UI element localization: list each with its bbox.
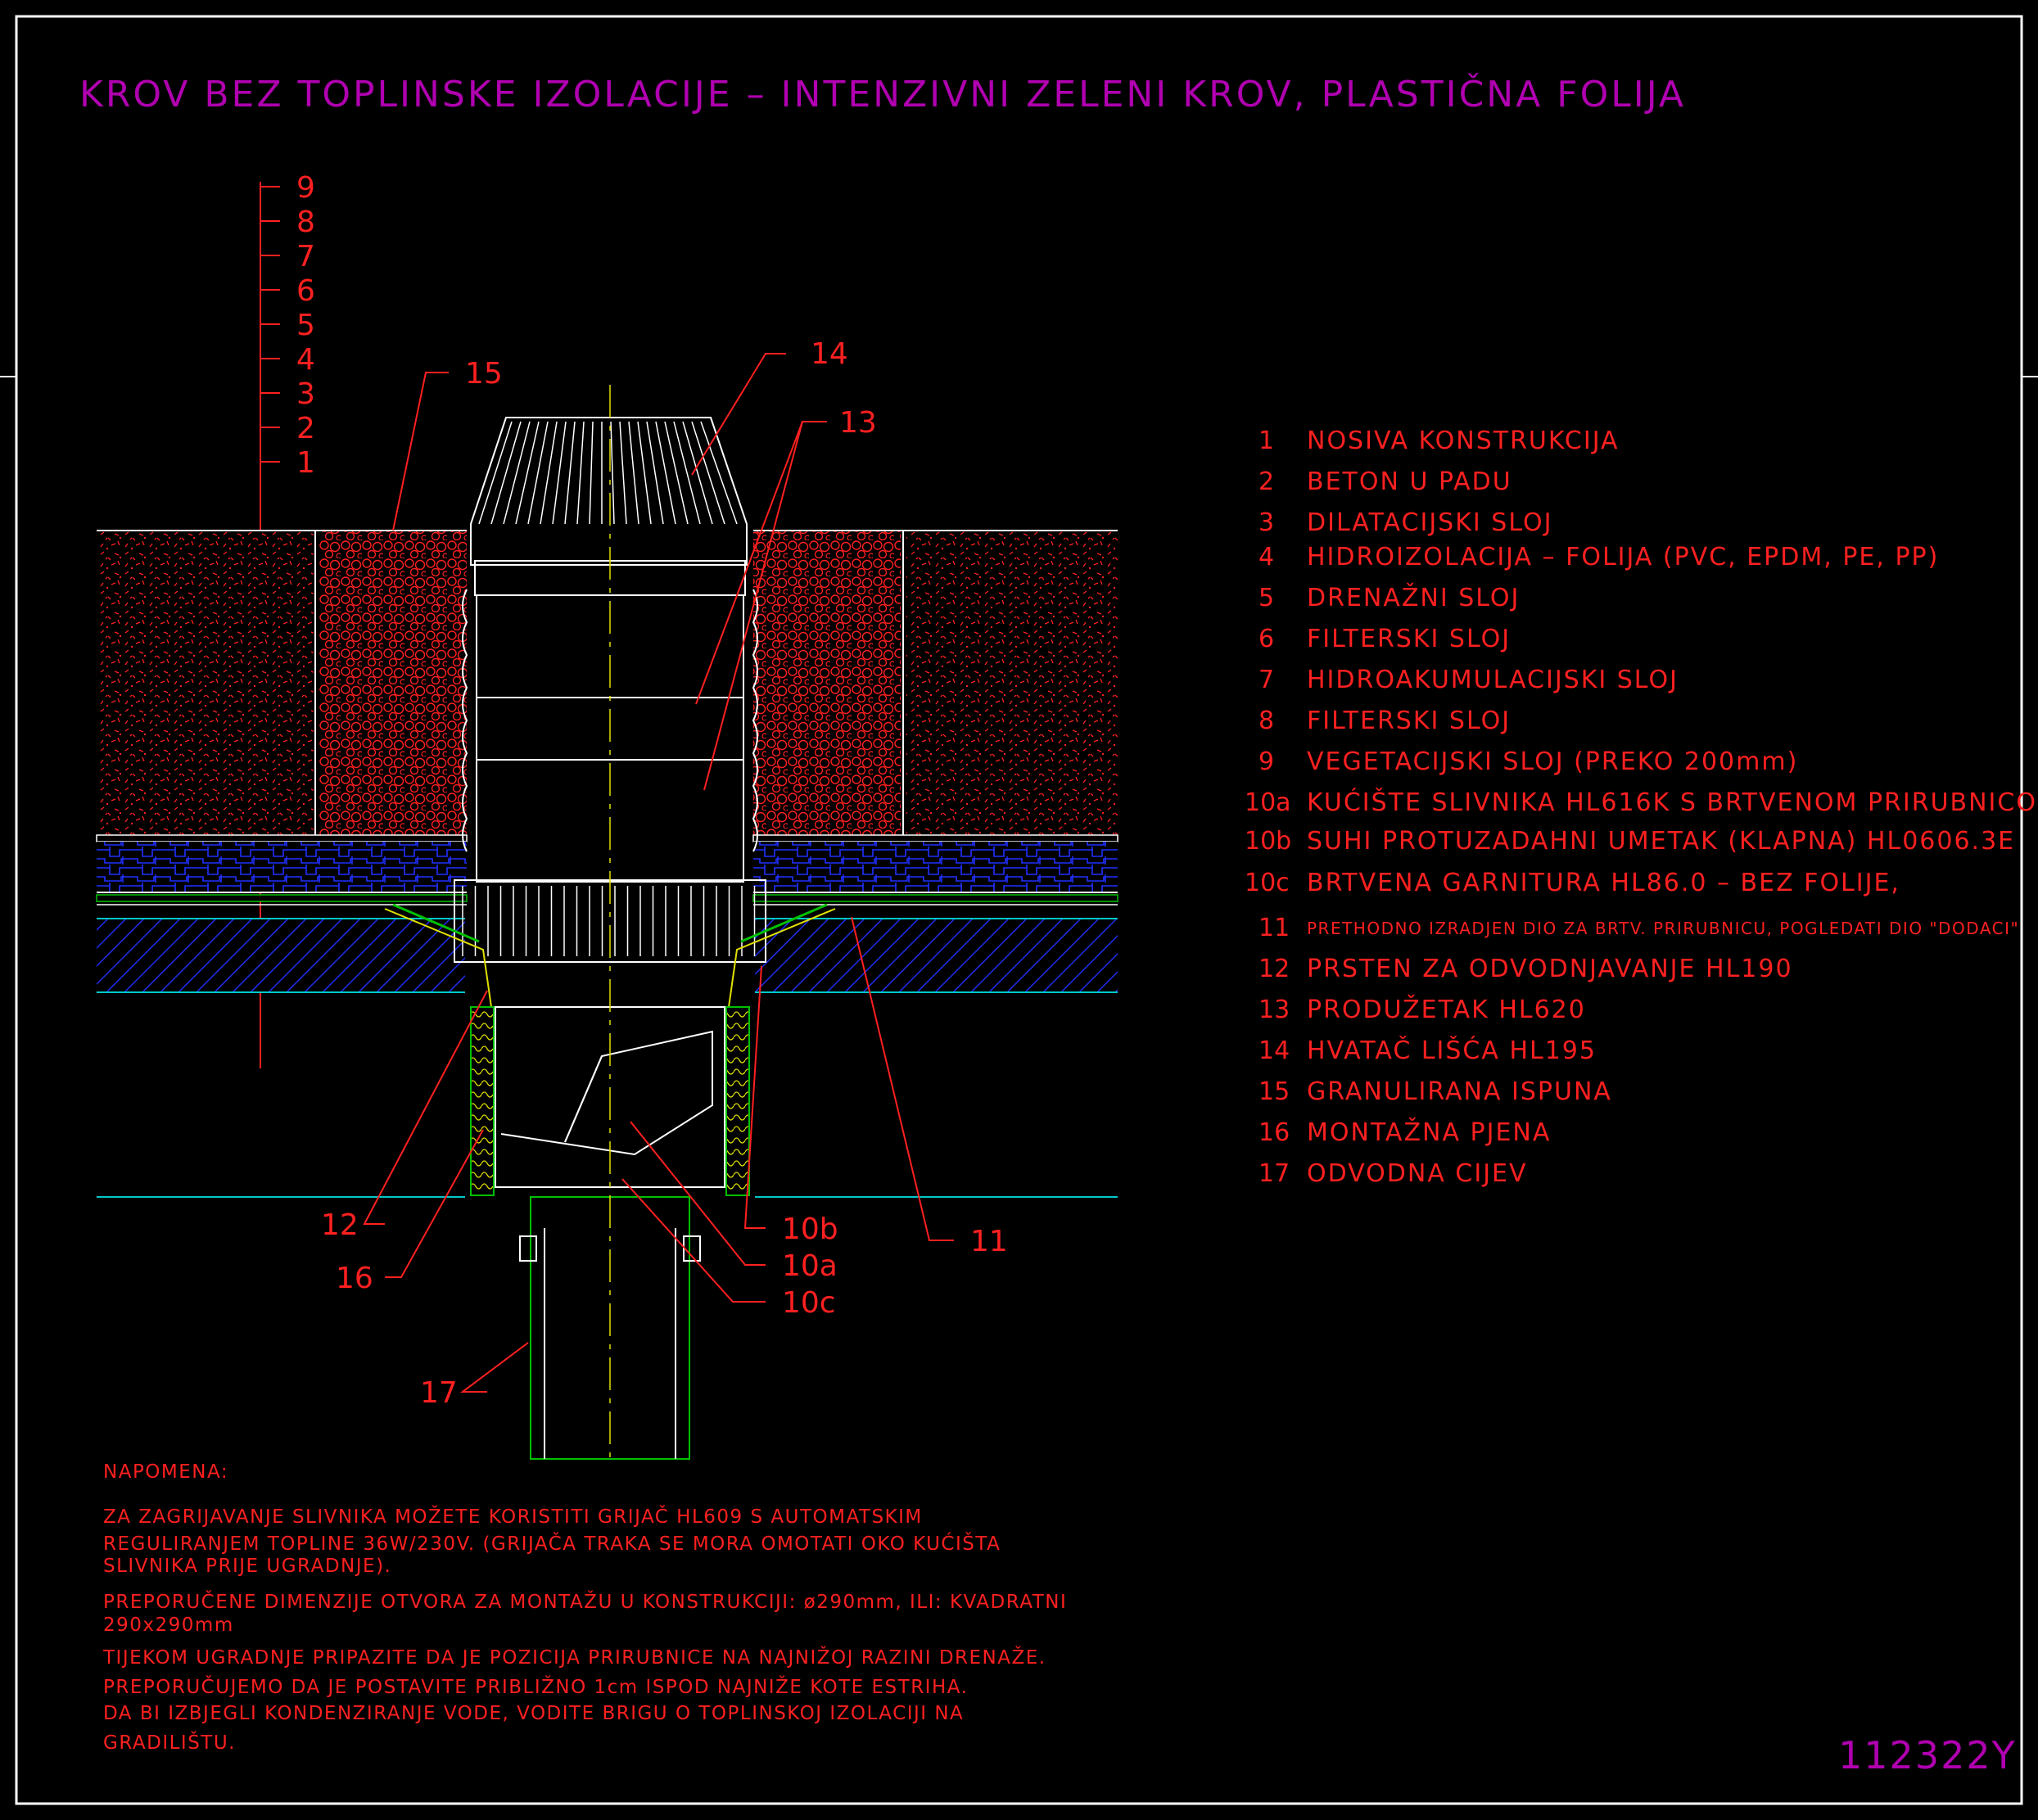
- legend-number: 15: [1258, 1077, 1290, 1106]
- legend-text: NOSIVA KONSTRUKCIJA: [1307, 427, 1620, 455]
- scale-number: 9: [296, 171, 315, 205]
- legend-text: ODVODNA CIJEV: [1307, 1159, 1528, 1188]
- notes: NAPOMENA: ZA ZAGRIJAVANJE SLIVNIKA MOŽET…: [102, 1461, 1067, 1754]
- legend-number: 11: [1258, 914, 1290, 942]
- leaf-catcher: [470, 417, 748, 566]
- legend-number: 7: [1258, 666, 1274, 694]
- legend-text: HVATAČ LIŠĆA HL195: [1307, 1035, 1597, 1065]
- drawing-code: 112322Y: [1838, 1733, 2017, 1777]
- callout-15: 15: [465, 357, 503, 391]
- drain-assembly: [384, 385, 836, 1465]
- legend-text: SUHI PROTUZADAHNI UMETAK (KLAPNA) HL0606…: [1307, 827, 2015, 856]
- legend-text: BRTVENA GARNITURA HL86.0 – BEZ FOLIJE,: [1307, 869, 1900, 897]
- scale-number: 5: [296, 309, 315, 342]
- legend-text: VEGETACIJSKI SLOJ (PREKO 200mm): [1307, 747, 1798, 776]
- drawing-frame: [15, 15, 2023, 1805]
- legend-number: 3: [1258, 508, 1274, 537]
- legend-text: HIDROAKUMULACIJSKI SLOJ: [1307, 666, 1679, 694]
- notes-heading: NAPOMENA:: [103, 1461, 228, 1483]
- legend-number: 2: [1258, 467, 1274, 496]
- drainage-ring-ribs: [462, 886, 756, 956]
- legend-text: GRANULIRANA ISPUNA: [1307, 1077, 1612, 1106]
- note-line: GRADILIŠTU.: [103, 1731, 236, 1754]
- scale-number: 3: [296, 377, 315, 411]
- legend-number: 6: [1258, 625, 1274, 653]
- legend-number: 13: [1258, 996, 1290, 1024]
- scale-number: 1: [296, 446, 315, 480]
- scale-number: 4: [296, 343, 315, 377]
- scale-number: 7: [296, 240, 315, 273]
- callout-10b: 10b: [782, 1213, 838, 1246]
- legend-text: FILTERSKI SLOJ: [1307, 707, 1511, 735]
- legend-number: 17: [1258, 1159, 1290, 1188]
- note-line: TIJEKOM UGRADNJE PRIPAZITE DA JE POZICIJ…: [102, 1646, 1046, 1669]
- callouts: 14 13 15 12 16 10b 10a 10c 11 17: [321, 337, 1008, 1410]
- drawing-title: KROV BEZ TOPLINSKE IZOLACIJE – INTENZIVN…: [79, 72, 1686, 115]
- note-line: REGULIRANJEM TOPLINE 36W/230V. (GRIJAČA …: [103, 1532, 1001, 1555]
- callout-11: 11: [970, 1225, 1008, 1258]
- legend-number: 4: [1258, 543, 1274, 571]
- legend-number: 16: [1258, 1118, 1290, 1147]
- legend-text: PRSTEN ZA ODVODNJAVANJE HL190: [1307, 955, 1793, 983]
- check-flap: [500, 1030, 713, 1156]
- notes-lines: ZA ZAGRIJAVANJE SLIVNIKA MOŽETE KORISTIT…: [102, 1505, 1067, 1754]
- legend-number: 9: [1258, 747, 1274, 776]
- callout-10c: 10c: [782, 1286, 836, 1320]
- legend-text: DRENAŽNI SLOJ: [1307, 583, 1520, 612]
- note-line: PREPORUČUJEMO DA JE POSTAVITE PRIBLIŽNO …: [103, 1675, 968, 1698]
- callout-10a: 10a: [782, 1249, 838, 1283]
- roof-section-right: [752, 530, 1118, 1198]
- callout-14: 14: [811, 337, 848, 371]
- mounting-foam-right: [725, 1006, 750, 1196]
- note-line: DA BI IZBJEGLI KONDENZIRANJE VODE, VODIT…: [103, 1703, 964, 1724]
- legend-number: 14: [1258, 1036, 1290, 1065]
- legend-text: BETON U PADU: [1307, 467, 1512, 496]
- legend-text: KUĆIŠTE SLIVNIKA HL616K S BRTVENOM PRIRU…: [1307, 787, 2038, 817]
- legend-number: 10c: [1245, 869, 1290, 897]
- note-line: ZA ZAGRIJAVANJE SLIVNIKA MOŽETE KORISTIT…: [103, 1505, 923, 1528]
- sealing-flange: [384, 908, 836, 1008]
- callout-13: 13: [839, 406, 877, 440]
- callout-leaders: [363, 353, 954, 1393]
- legend-text: PRODUŽETAK HL620: [1307, 995, 1586, 1024]
- roof-section-left: [96, 530, 468, 1198]
- legend-text: FILTERSKI SLOJ: [1307, 625, 1511, 653]
- legend-text: MONTAŽNA PJENA: [1307, 1118, 1551, 1147]
- legend-text: DILATACIJSKI SLOJ: [1307, 508, 1552, 537]
- scale-number: 2: [296, 412, 315, 445]
- leaf-catcher-ribs: [478, 421, 738, 525]
- scale-number: 8: [296, 205, 315, 239]
- legend-text: PRETHODNO IZRADJEN DIO ZA BRTV. PRIRUBNI…: [1307, 919, 2019, 938]
- note-line: SLIVNIKA PRIJE UGRADNJE).: [103, 1556, 391, 1577]
- legend-number: 8: [1258, 707, 1274, 735]
- callout-16: 16: [336, 1262, 373, 1295]
- legend-number: 10b: [1245, 827, 1291, 856]
- legend: 1 NOSIVA KONSTRUKCIJA 2 BETON U PADU 3 DILATA…: [1245, 427, 2038, 1188]
- legend-number: 10a: [1245, 788, 1291, 817]
- legend-number: 12: [1258, 955, 1290, 983]
- scale-number: 6: [296, 274, 315, 308]
- note-line: 290x290mm: [103, 1615, 234, 1636]
- legend-number: 1: [1258, 427, 1274, 455]
- callout-17: 17: [420, 1376, 458, 1410]
- callout-12: 12: [321, 1208, 359, 1242]
- legend-number: 5: [1258, 584, 1274, 612]
- legend-text: HIDROIZOLACIJA – FOLIJA (PVC, EPDM, PE, …: [1307, 543, 1939, 571]
- mounting-foam-left: [470, 1006, 495, 1196]
- note-line: PREPORUČENE DIMENZIJE OTVORA ZA MONTAŽU …: [103, 1590, 1067, 1613]
